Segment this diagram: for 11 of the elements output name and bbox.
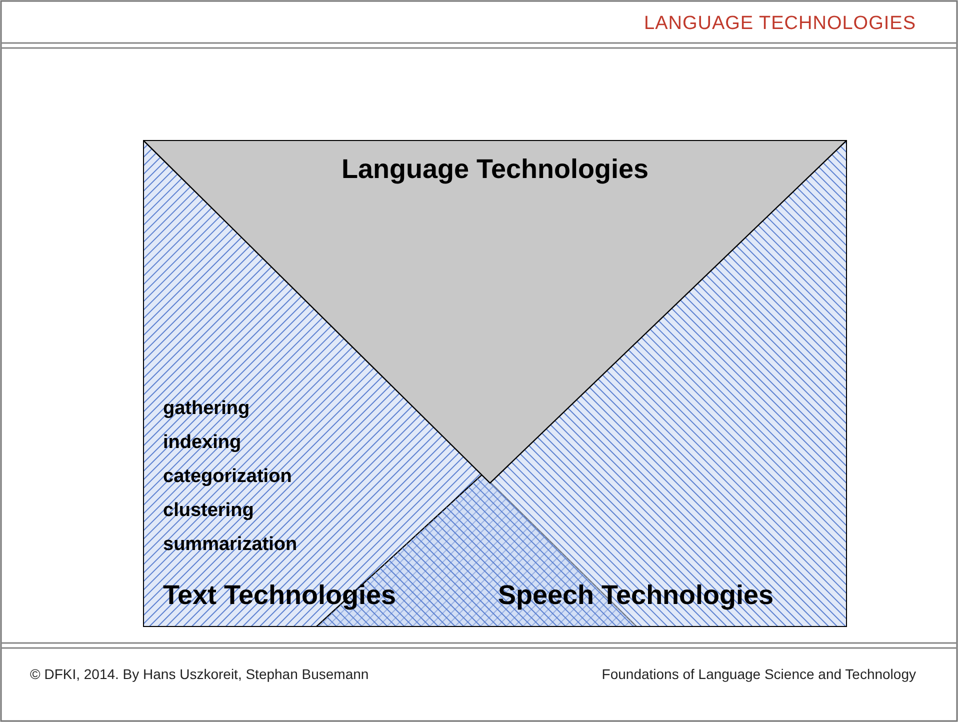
region-label: Speech Technologies <box>498 580 774 611</box>
list-item: categorization <box>163 466 292 488</box>
region-label: Language Technologies <box>340 154 650 185</box>
list-item: indexing <box>163 432 242 454</box>
list-item: summarization <box>163 534 298 556</box>
list-item: gathering <box>163 398 250 420</box>
footer-text: Foundations of Language Science and Technology <box>602 666 916 682</box>
triangle-region <box>143 140 847 484</box>
slide-title: LANGUAGE TECHNOLOGIES <box>644 13 916 35</box>
list-item: clustering <box>163 500 254 522</box>
footer-text: © DFKI, 2014. By Hans Uszkoreit, Stephan Busemann <box>30 666 369 682</box>
